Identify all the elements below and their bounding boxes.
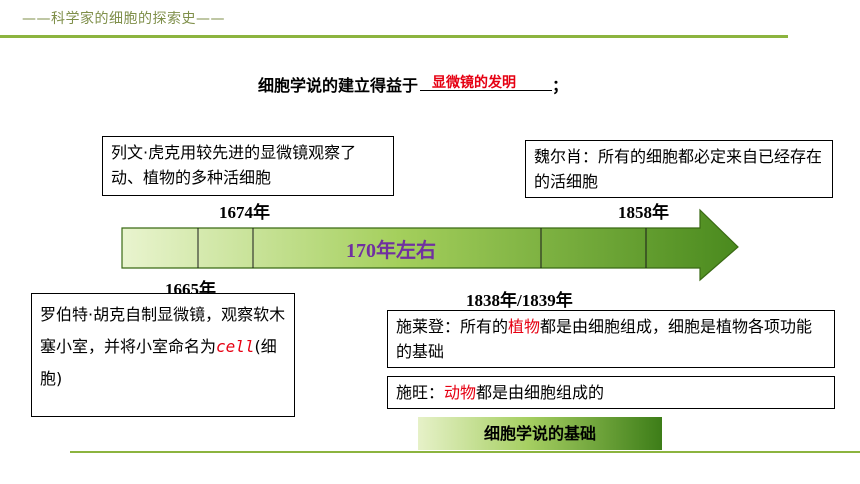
headline: 细胞学说的建立得益于显微镜的发明 ； (258, 72, 568, 96)
year-1858: 1858年 (618, 203, 669, 222)
note-schwann-prefix: 施旺： (396, 383, 445, 402)
note-hooke-term: cell (216, 337, 255, 356)
note-hooke: 罗伯特·胡克自制显微镜，观察软木塞小室，并将小室命名为cell(细胞) (31, 293, 295, 417)
note-hooke-tail: (细胞) (40, 337, 277, 388)
note-schleiden: 施莱登：所有的植物都是由细胞组成，细胞是植物各项功能的基础 (387, 310, 835, 368)
note-schwann: 施旺：动物都是由细胞组成的 (387, 376, 835, 409)
note-leeuwenhoek-text: 列文·虎克用较先进的显微镜观察了动、植物的多种活细胞 (111, 143, 357, 187)
footer-divider (70, 451, 860, 453)
note-hooke-text: 罗伯特·胡克自制显微镜，观察软木塞小室，并将小室命名为 (40, 305, 286, 356)
section-title: ——科学家的细胞的探索史—— (22, 11, 225, 27)
note-schwann-suffix: 都是由细胞组成的 (476, 383, 605, 402)
header-divider (0, 35, 788, 38)
note-schleiden-prefix: 施莱登：所有的 (396, 317, 509, 336)
note-virchow-text: 魏尔肖：所有的细胞都必定来自已经存在的活细胞 (534, 147, 823, 191)
cell-theory-basis-badge: 细胞学说的基础 (418, 417, 662, 450)
note-virchow: 魏尔肖：所有的细胞都必定来自已经存在的活细胞 (525, 140, 833, 198)
timeline-span-label: 170年左右 (346, 240, 436, 262)
year-1838-1839: 1838年/1839年 (466, 291, 573, 310)
note-schleiden-highlight: 植物 (508, 317, 541, 336)
timeline-arrow (121, 208, 739, 282)
note-leeuwenhoek: 列文·虎克用较先进的显微镜观察了动、植物的多种活细胞 (102, 136, 394, 196)
year-1674: 1674年 (219, 203, 270, 222)
headline-prefix: 细胞学说的建立得益于 (258, 76, 419, 95)
answer-text: 显微镜的发明 (432, 75, 517, 91)
headline-suffix: ； (552, 76, 569, 95)
answer-blank: 显微镜的发明 (420, 75, 553, 91)
note-schleiden-suffix: 都是由细胞组成，细胞是植物各项功能的基础 (396, 317, 813, 361)
note-schwann-highlight: 动物 (444, 383, 477, 402)
